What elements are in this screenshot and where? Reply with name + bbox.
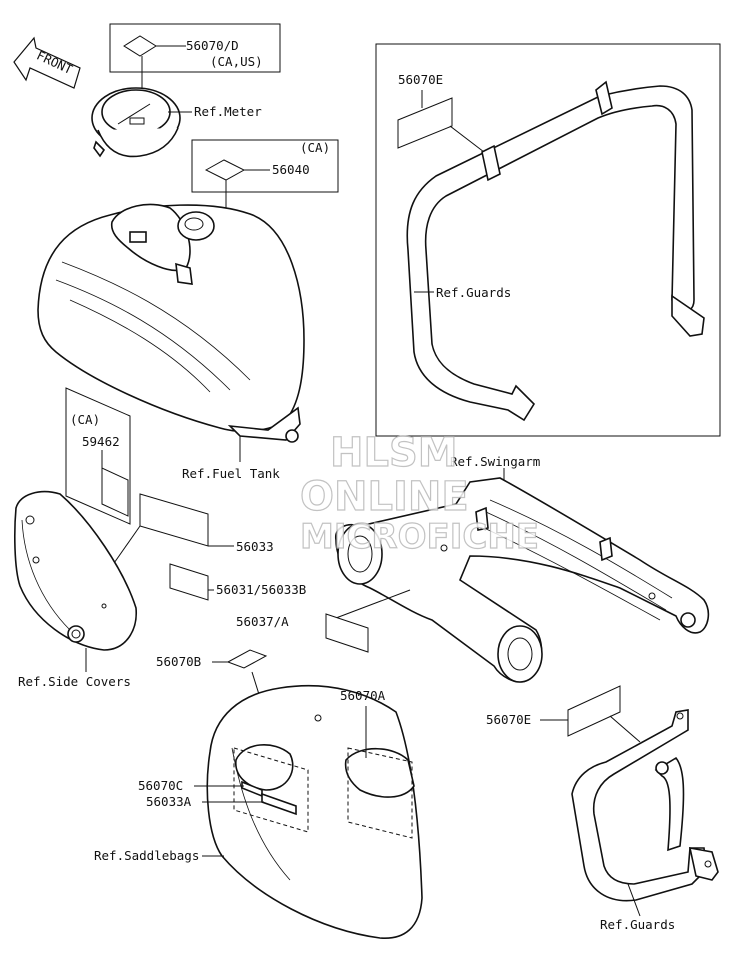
label-ca-top: (CA) — [300, 140, 330, 155]
decal-56037 — [325, 613, 369, 653]
engine-guard-part — [406, 80, 705, 422]
label-56070c: 56070C — [138, 778, 183, 793]
decal-56070d — [123, 35, 157, 57]
decal-56070a — [344, 748, 415, 798]
side-cover-part — [14, 490, 137, 651]
label-ref-fuel-tank: Ref.Fuel Tank — [182, 466, 280, 481]
front-arrow-icon: FRONT — [13, 36, 81, 89]
label-59462: 59462 — [82, 434, 120, 449]
decal-56070e-bottom — [567, 685, 621, 737]
label-56033: 56033 — [236, 539, 274, 554]
watermark-line3: MICROFICHE — [300, 517, 539, 557]
label-ref-swingarm: Ref.Swingarm — [450, 454, 540, 469]
ca-decal-box — [65, 387, 131, 525]
tank-decal-group: (CA) 56040 — [191, 139, 339, 250]
decal-56040 — [204, 159, 246, 181]
guards-frame — [375, 43, 721, 437]
label-56070d: 56070/D — [186, 38, 239, 53]
label-56031: 56031/56033B — [216, 582, 306, 597]
label-56037: 56037/A — [236, 614, 289, 629]
meter-part — [91, 87, 181, 158]
decal-56031 — [169, 563, 209, 601]
label-ref-guards-bottom: Ref.Guards — [600, 917, 675, 932]
meter-group: 56070/D (CA,US) Ref.Meter — [91, 23, 281, 158]
label-ref-guards-top: Ref.Guards — [436, 285, 511, 300]
watermark-line1: HLSM — [330, 430, 458, 476]
label-ref-meter: Ref.Meter — [194, 104, 262, 119]
label-56070b: 56070B — [156, 654, 201, 669]
decal-56070b — [226, 649, 268, 669]
tank-decal-box — [191, 139, 339, 193]
decal-59462 — [101, 467, 129, 517]
label-ref-saddlebags: Ref.Saddlebags — [94, 848, 199, 863]
watermark-line2: ONLINE — [300, 474, 469, 520]
label-56040: 56040 — [272, 162, 310, 177]
label-ca-us: (CA,US) — [210, 54, 263, 69]
label-ref-side-covers: Ref.Side Covers — [18, 674, 131, 689]
label-56033a: 56033A — [146, 794, 192, 809]
label-56070e-top: 56070E — [398, 72, 443, 87]
label-56070a: 56070A — [340, 688, 386, 703]
meter-decal-box — [109, 23, 281, 73]
watermark: HLSM ONLINE MICROFICHE — [299, 429, 539, 557]
side-cover-decal-group: (CA) 59462 56033 56031/56033B — [65, 387, 306, 601]
label-56070e-bottom: 56070E — [486, 712, 531, 727]
guards-box-top: 56070E Ref.Guards — [375, 43, 721, 437]
swingarm-part — [335, 477, 710, 683]
decal-56070e-top — [397, 97, 453, 149]
decal-56033 — [139, 493, 209, 547]
fuel-tank-part — [37, 203, 305, 443]
rear-guard-part — [571, 709, 719, 902]
saddlebag-part — [206, 684, 423, 939]
label-ca-left: (CA) — [70, 412, 100, 427]
